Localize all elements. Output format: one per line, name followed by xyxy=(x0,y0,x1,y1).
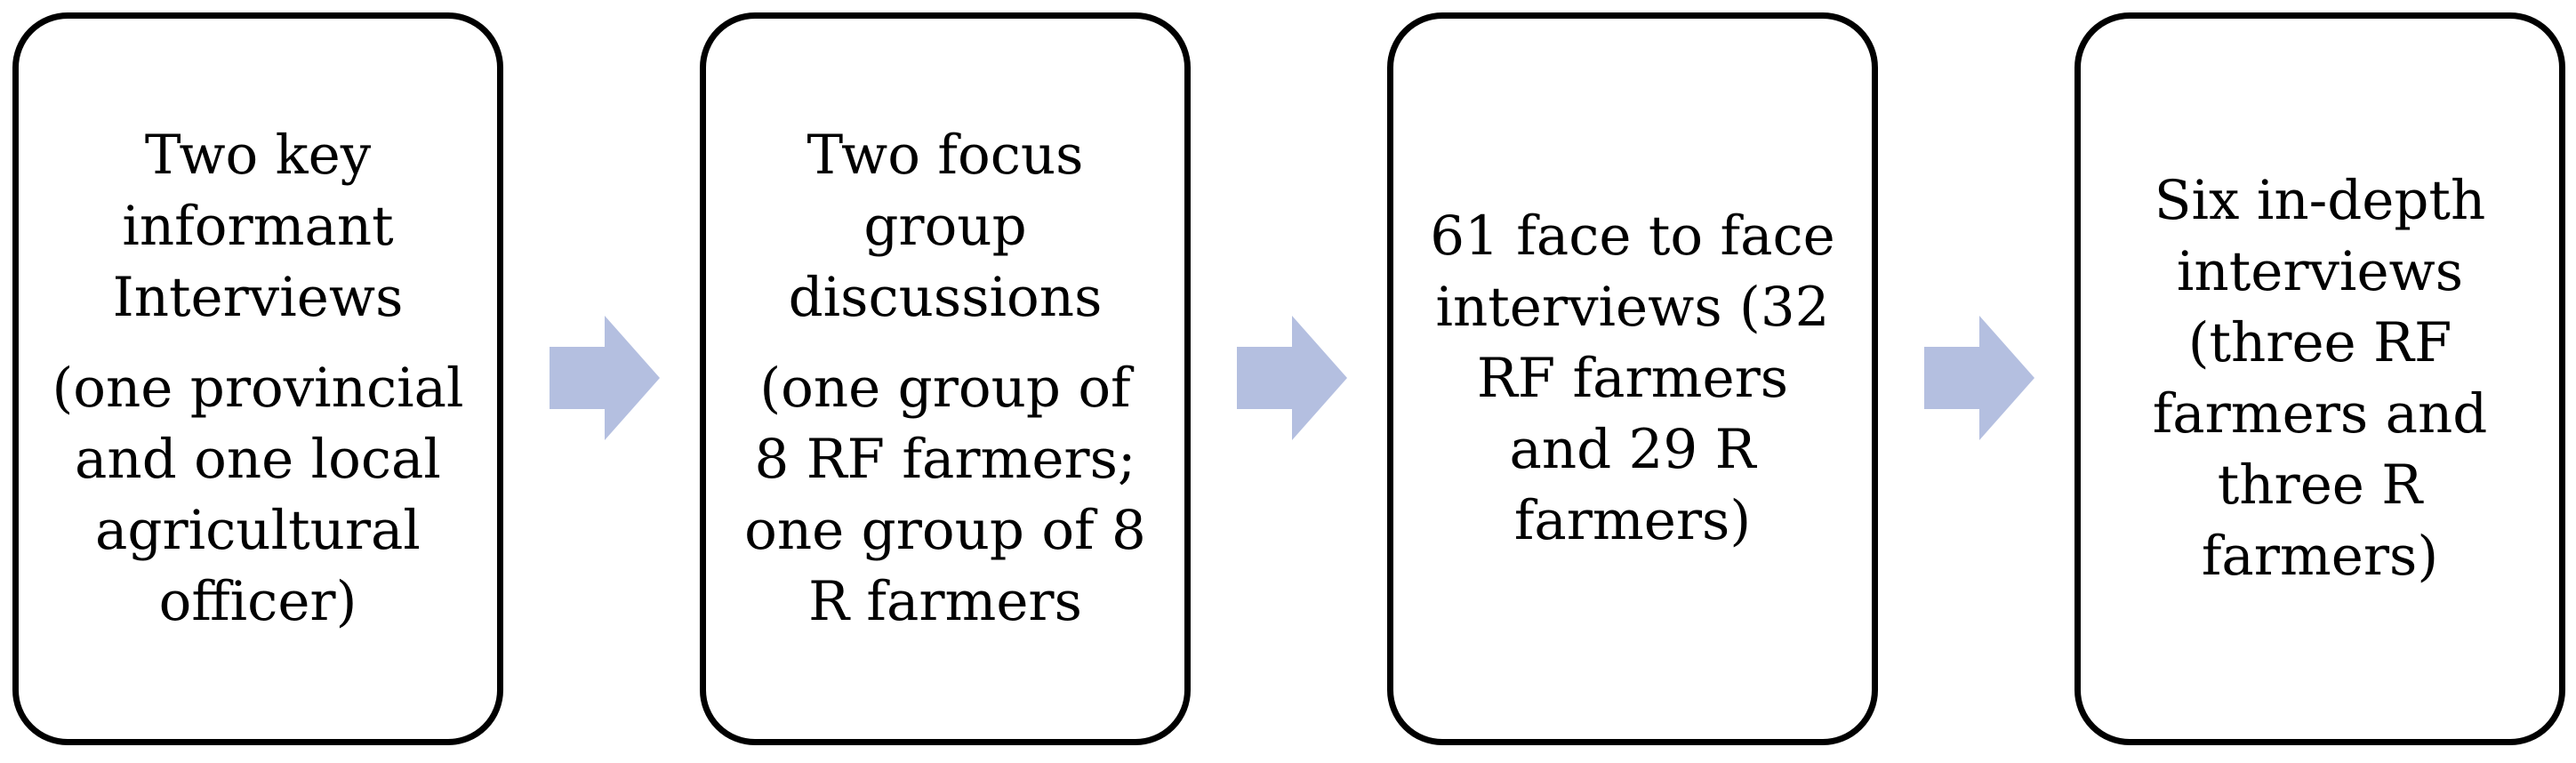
text-line: and one local xyxy=(75,428,441,491)
text-line: RF farmers xyxy=(1476,347,1789,410)
right-arrow-icon xyxy=(550,316,660,440)
right-arrow-icon xyxy=(1924,316,2034,440)
text-line: (one group of xyxy=(759,357,1131,420)
text-line: (one provincial xyxy=(52,357,464,420)
text-line: interviews (32 xyxy=(1435,276,1830,339)
text-line: (three RF xyxy=(2187,311,2452,374)
step-heading: Two key informant Interviews xyxy=(113,120,404,333)
text-line: Interviews xyxy=(112,266,404,329)
text-line: farmers) xyxy=(2201,525,2439,588)
step-box-key-informant-interviews: Two key informant Interviews (one provin… xyxy=(12,12,503,745)
text-line: group xyxy=(863,195,1027,258)
text-line: agricultural xyxy=(95,499,421,562)
text-line: Two key xyxy=(144,124,372,187)
step-heading: Two focus group discussions xyxy=(789,120,1103,333)
step-detail: (one group of 8 RF farmers; one group of… xyxy=(744,353,1146,638)
text-line: three R xyxy=(2217,454,2423,517)
text-line: R farmers xyxy=(808,570,1082,633)
text-line: officer) xyxy=(158,570,357,633)
step-box-focus-group-discussions: Two focus group discussions (one group o… xyxy=(700,12,1191,745)
text-line: discussions xyxy=(788,266,1103,329)
text-line: interviews xyxy=(2176,240,2464,303)
text-line: 8 RF farmers; xyxy=(754,428,1136,491)
text-line: farmers and xyxy=(2152,382,2488,446)
text-line: Two focus xyxy=(807,124,1084,187)
step-box-face-to-face-interviews: 61 face to face interviews (32 RF farmer… xyxy=(1387,12,1878,745)
text-line: farmers) xyxy=(1513,489,1752,552)
step-heading: Six in-depth interviews (three RF farmer… xyxy=(2153,165,2488,592)
step-heading: 61 face to face interviews (32 RF farmer… xyxy=(1430,201,1834,557)
text-line: Six in-depth xyxy=(2154,169,2486,232)
text-line: 61 face to face xyxy=(1430,205,1835,268)
text-line: informant xyxy=(122,195,394,258)
step-box-in-depth-interviews: Six in-depth interviews (three RF farmer… xyxy=(2074,12,2565,745)
text-line: one group of 8 xyxy=(744,499,1146,562)
step-detail: (one provincial and one local agricultur… xyxy=(52,353,463,638)
text-line: and 29 R xyxy=(1509,418,1756,481)
right-arrow-icon xyxy=(1237,316,1347,440)
